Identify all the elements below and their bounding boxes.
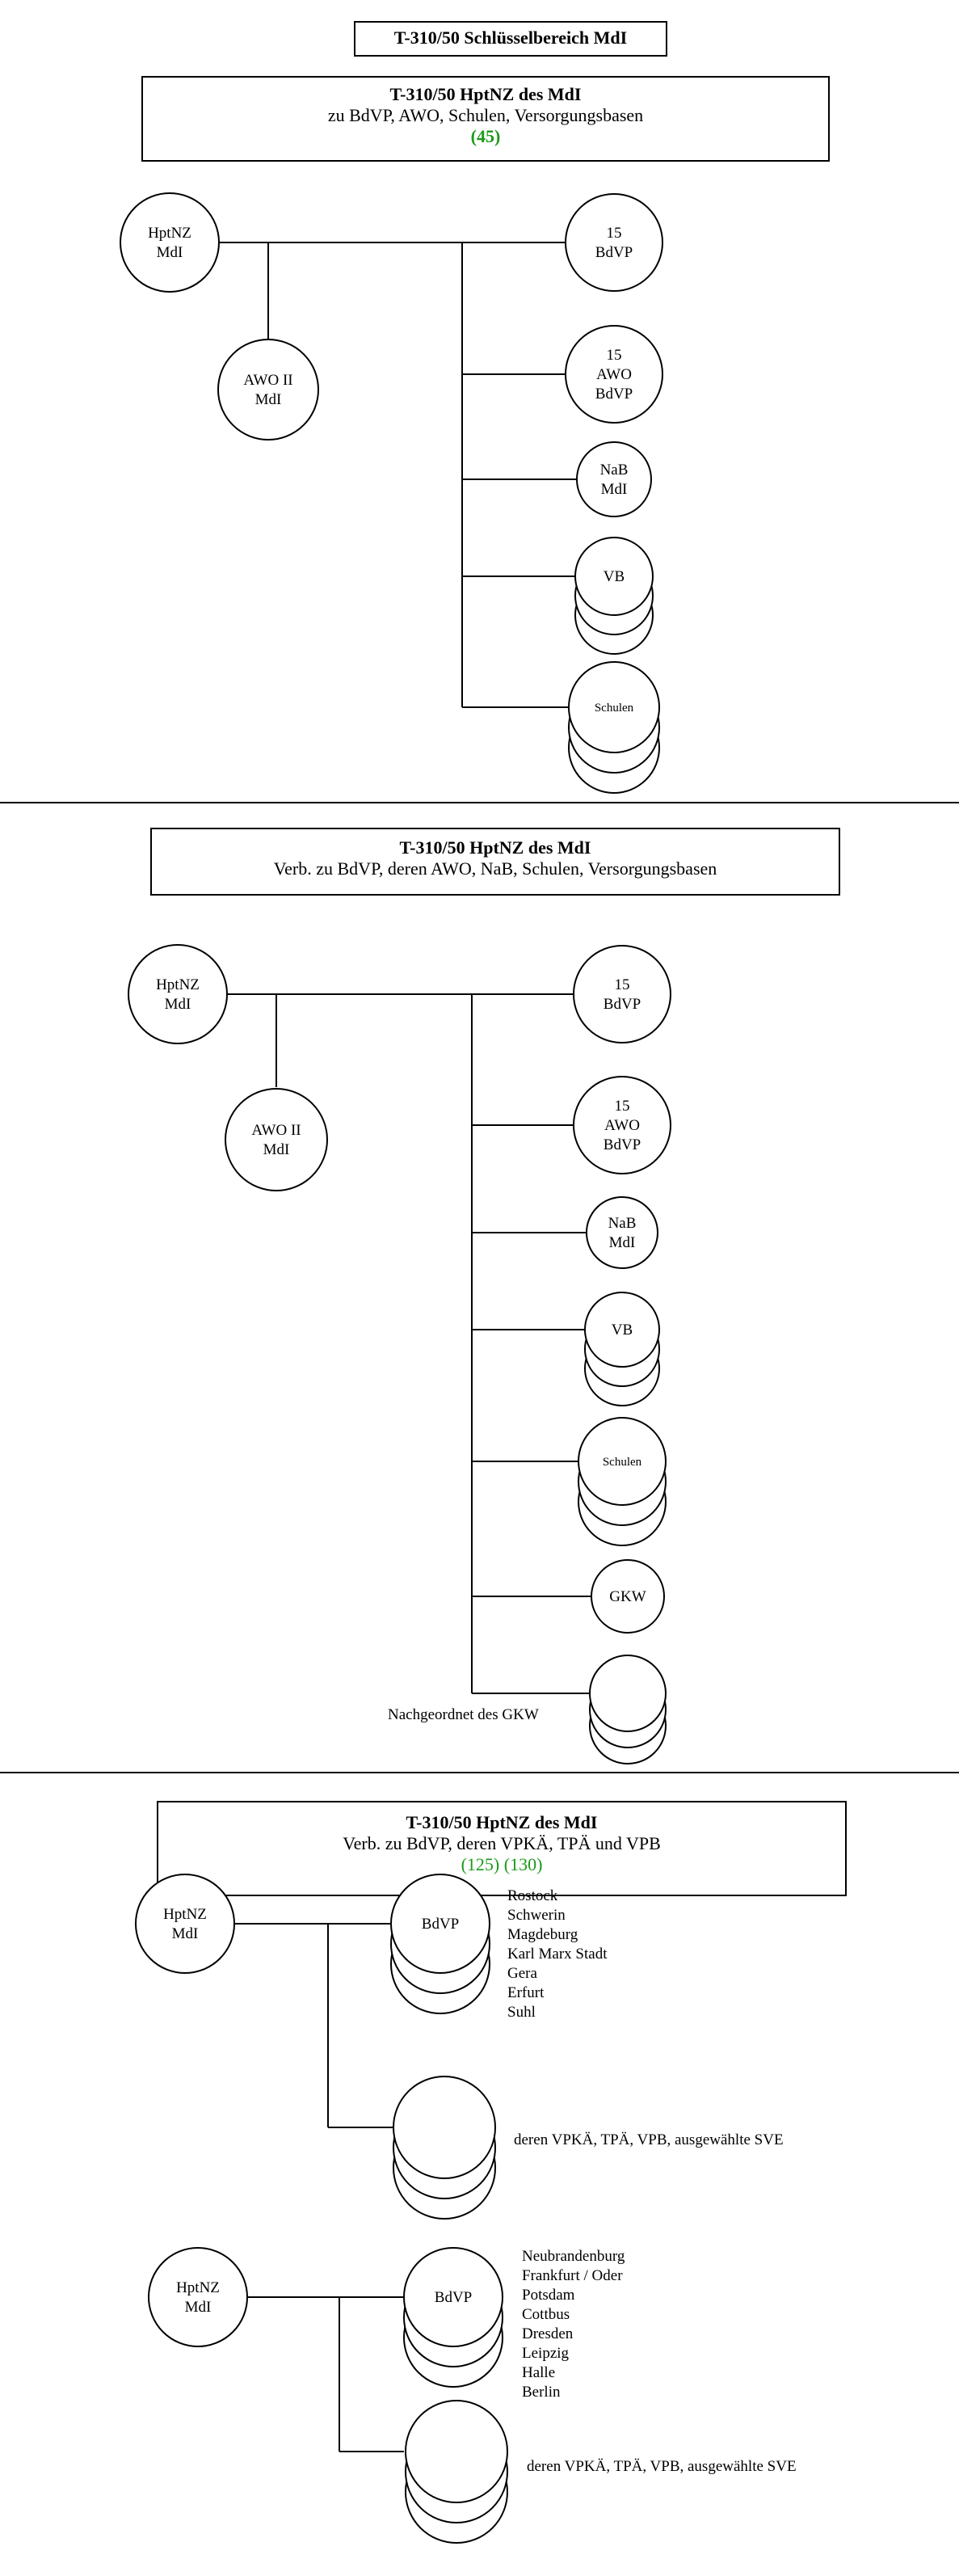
s1-vb-label: VB bbox=[604, 568, 625, 585]
s2-awo-bdvp-label-3: BdVP bbox=[604, 1136, 641, 1153]
s3b-sub-label: deren VPKÄ, TPÄ, VPB, ausgewählte SVE bbox=[527, 2458, 797, 2475]
s2-vb-label: VB bbox=[612, 1322, 633, 1339]
s3a-bdvp-stack bbox=[390, 1874, 490, 2014]
s2-bdvp-node bbox=[573, 945, 671, 1043]
s2-schulen-stack bbox=[578, 1417, 667, 1546]
s1-awo2-label-1: AWO II bbox=[243, 372, 292, 389]
city-item: Karl Marx Stadt bbox=[507, 1946, 608, 1963]
s3a-hptnz-label-2: MdI bbox=[172, 1925, 199, 1942]
s3a-city-list: Rostock Schwerin Magdeburg Karl Marx Sta… bbox=[507, 1887, 607, 2022]
city-item: Gera bbox=[507, 1965, 537, 1982]
s2-bdvp-label-1: 15 bbox=[615, 976, 630, 993]
s2-hptnz-node bbox=[128, 944, 228, 1044]
section1-subtitle: zu BdVP, AWO, Schulen, Versorgungsbasen bbox=[327, 105, 644, 125]
s3b-city-list: Neubrandenburg Frankfurt / Oder Potsdam … bbox=[522, 2247, 625, 2402]
s2-bdvp-label-2: BdVP bbox=[604, 996, 641, 1013]
s3a-hptnz-node bbox=[135, 1874, 235, 1974]
s3b-bdvp-label: BdVP bbox=[435, 2289, 472, 2306]
s1-awo-bdvp-label-2: AWO bbox=[596, 366, 632, 383]
s3a-sub-label: deren VPKÄ, TPÄ, VPB, ausgewählte SVE bbox=[514, 2131, 784, 2148]
s1-vb-stack bbox=[574, 537, 654, 655]
page-title: T-310/50 Schlüsselbereich MdI bbox=[354, 21, 667, 57]
s3b-sub-stack bbox=[405, 2400, 508, 2544]
s1-nab-label-2: MdI bbox=[601, 481, 628, 498]
s2-nab-label-2: MdI bbox=[609, 1234, 636, 1251]
city-item: Dresden bbox=[522, 2325, 574, 2342]
city-item: Rostock bbox=[507, 1887, 558, 1904]
node-labels: HptNZ MdI AWO II MdI 15 BdVP 15 AWO BdVP… bbox=[148, 225, 646, 2316]
section2-subtitle: Verb. zu BdVP, deren AWO, NaB, Schulen, … bbox=[273, 858, 717, 879]
s1-schulen-stack bbox=[568, 661, 660, 794]
s2-schulen-label: Schulen bbox=[603, 1456, 642, 1469]
s1-bdvp-label-1: 15 bbox=[607, 225, 622, 242]
section3-header: T-310/50 HptNZ des MdI Verb. zu BdVP, de… bbox=[157, 1801, 847, 1896]
s3b-bdvp-stack bbox=[403, 2247, 503, 2388]
s3b-hptnz-node bbox=[148, 2247, 248, 2347]
city-item: Neubrandenburg bbox=[522, 2248, 625, 2265]
section1-count: (45) bbox=[470, 126, 501, 146]
s3b-hptnz-label-1: HptNZ bbox=[176, 2279, 220, 2296]
s2-nab-node bbox=[586, 1196, 658, 1269]
s2-hptnz-label-1: HptNZ bbox=[156, 976, 200, 993]
s2-awo2-node bbox=[225, 1088, 328, 1191]
s1-bdvp-node bbox=[565, 193, 663, 292]
s2-awo2-label-1: AWO II bbox=[251, 1122, 301, 1139]
s1-nab-node bbox=[576, 441, 652, 517]
city-item: Berlin bbox=[522, 2384, 561, 2401]
section3-subtitle: Verb. zu BdVP, deren VPKÄ, TPÄ und VPB bbox=[343, 1833, 661, 1853]
city-item: Magdeburg bbox=[507, 1926, 578, 1943]
s2-awo-bdvp-node bbox=[573, 1076, 671, 1174]
s3a-hptnz-label-1: HptNZ bbox=[163, 1906, 207, 1923]
city-item: Leipzig bbox=[522, 2345, 570, 2362]
connector-lines bbox=[219, 242, 591, 2452]
s1-hptnz-node bbox=[120, 192, 220, 293]
s3a-bdvp-label: BdVP bbox=[422, 1916, 459, 1933]
s2-nab-label-1: NaB bbox=[608, 1215, 637, 1232]
section-divider-2 bbox=[0, 1772, 959, 1773]
s2-nachgeordnet-stack bbox=[589, 1655, 667, 1764]
city-item: Schwerin bbox=[507, 1907, 566, 1924]
s3b-hptnz-label-2: MdI bbox=[185, 2299, 212, 2316]
city-item: Halle bbox=[522, 2364, 556, 2381]
s1-awo2-label-2: MdI bbox=[255, 391, 282, 408]
s2-hptnz-label-2: MdI bbox=[165, 996, 191, 1013]
section1-title: T-310/50 HptNZ des MdI bbox=[389, 84, 582, 104]
s2-awo-bdvp-label-1: 15 bbox=[615, 1098, 630, 1115]
s2-awo2-label-2: MdI bbox=[263, 1141, 290, 1158]
s2-nachgeordnet-label: Nachgeordnet des GKW bbox=[388, 1706, 539, 1723]
s1-hptnz-label-2: MdI bbox=[157, 244, 183, 261]
city-item: Erfurt bbox=[507, 1984, 545, 2001]
s1-schulen-label: Schulen bbox=[595, 702, 634, 715]
s1-awo-bdvp-label-1: 15 bbox=[607, 347, 622, 364]
s1-nab-label-1: NaB bbox=[600, 462, 629, 479]
s2-gkw-label: GKW bbox=[609, 1588, 646, 1605]
section3-count: (125) (130) bbox=[461, 1854, 543, 1874]
section2-title: T-310/50 HptNZ des MdI bbox=[399, 837, 591, 858]
nodes bbox=[120, 192, 671, 2544]
section3-title: T-310/50 HptNZ des MdI bbox=[406, 1812, 598, 1832]
s1-awo-bdvp-node bbox=[565, 325, 663, 424]
s2-gkw-node bbox=[591, 1559, 665, 1634]
s1-awo2-node bbox=[217, 339, 319, 441]
s1-awo-bdvp-label-3: BdVP bbox=[595, 386, 633, 403]
city-item: Cottbus bbox=[522, 2306, 570, 2323]
section2-header: T-310/50 HptNZ des MdI Verb. zu BdVP, de… bbox=[150, 828, 840, 896]
city-item: Potsdam bbox=[522, 2287, 575, 2304]
s1-hptnz-label-1: HptNZ bbox=[148, 225, 191, 242]
city-item: Frankfurt / Oder bbox=[522, 2267, 623, 2284]
s1-bdvp-label-2: BdVP bbox=[595, 244, 633, 261]
s2-awo-bdvp-label-2: AWO bbox=[604, 1117, 640, 1134]
s2-vb-stack bbox=[584, 1292, 660, 1406]
s3a-sub-stack bbox=[393, 2076, 496, 2220]
section-divider-1 bbox=[0, 802, 959, 803]
section1-header: T-310/50 HptNZ des MdI zu BdVP, AWO, Sch… bbox=[141, 76, 830, 162]
city-item: Suhl bbox=[507, 2004, 536, 2021]
